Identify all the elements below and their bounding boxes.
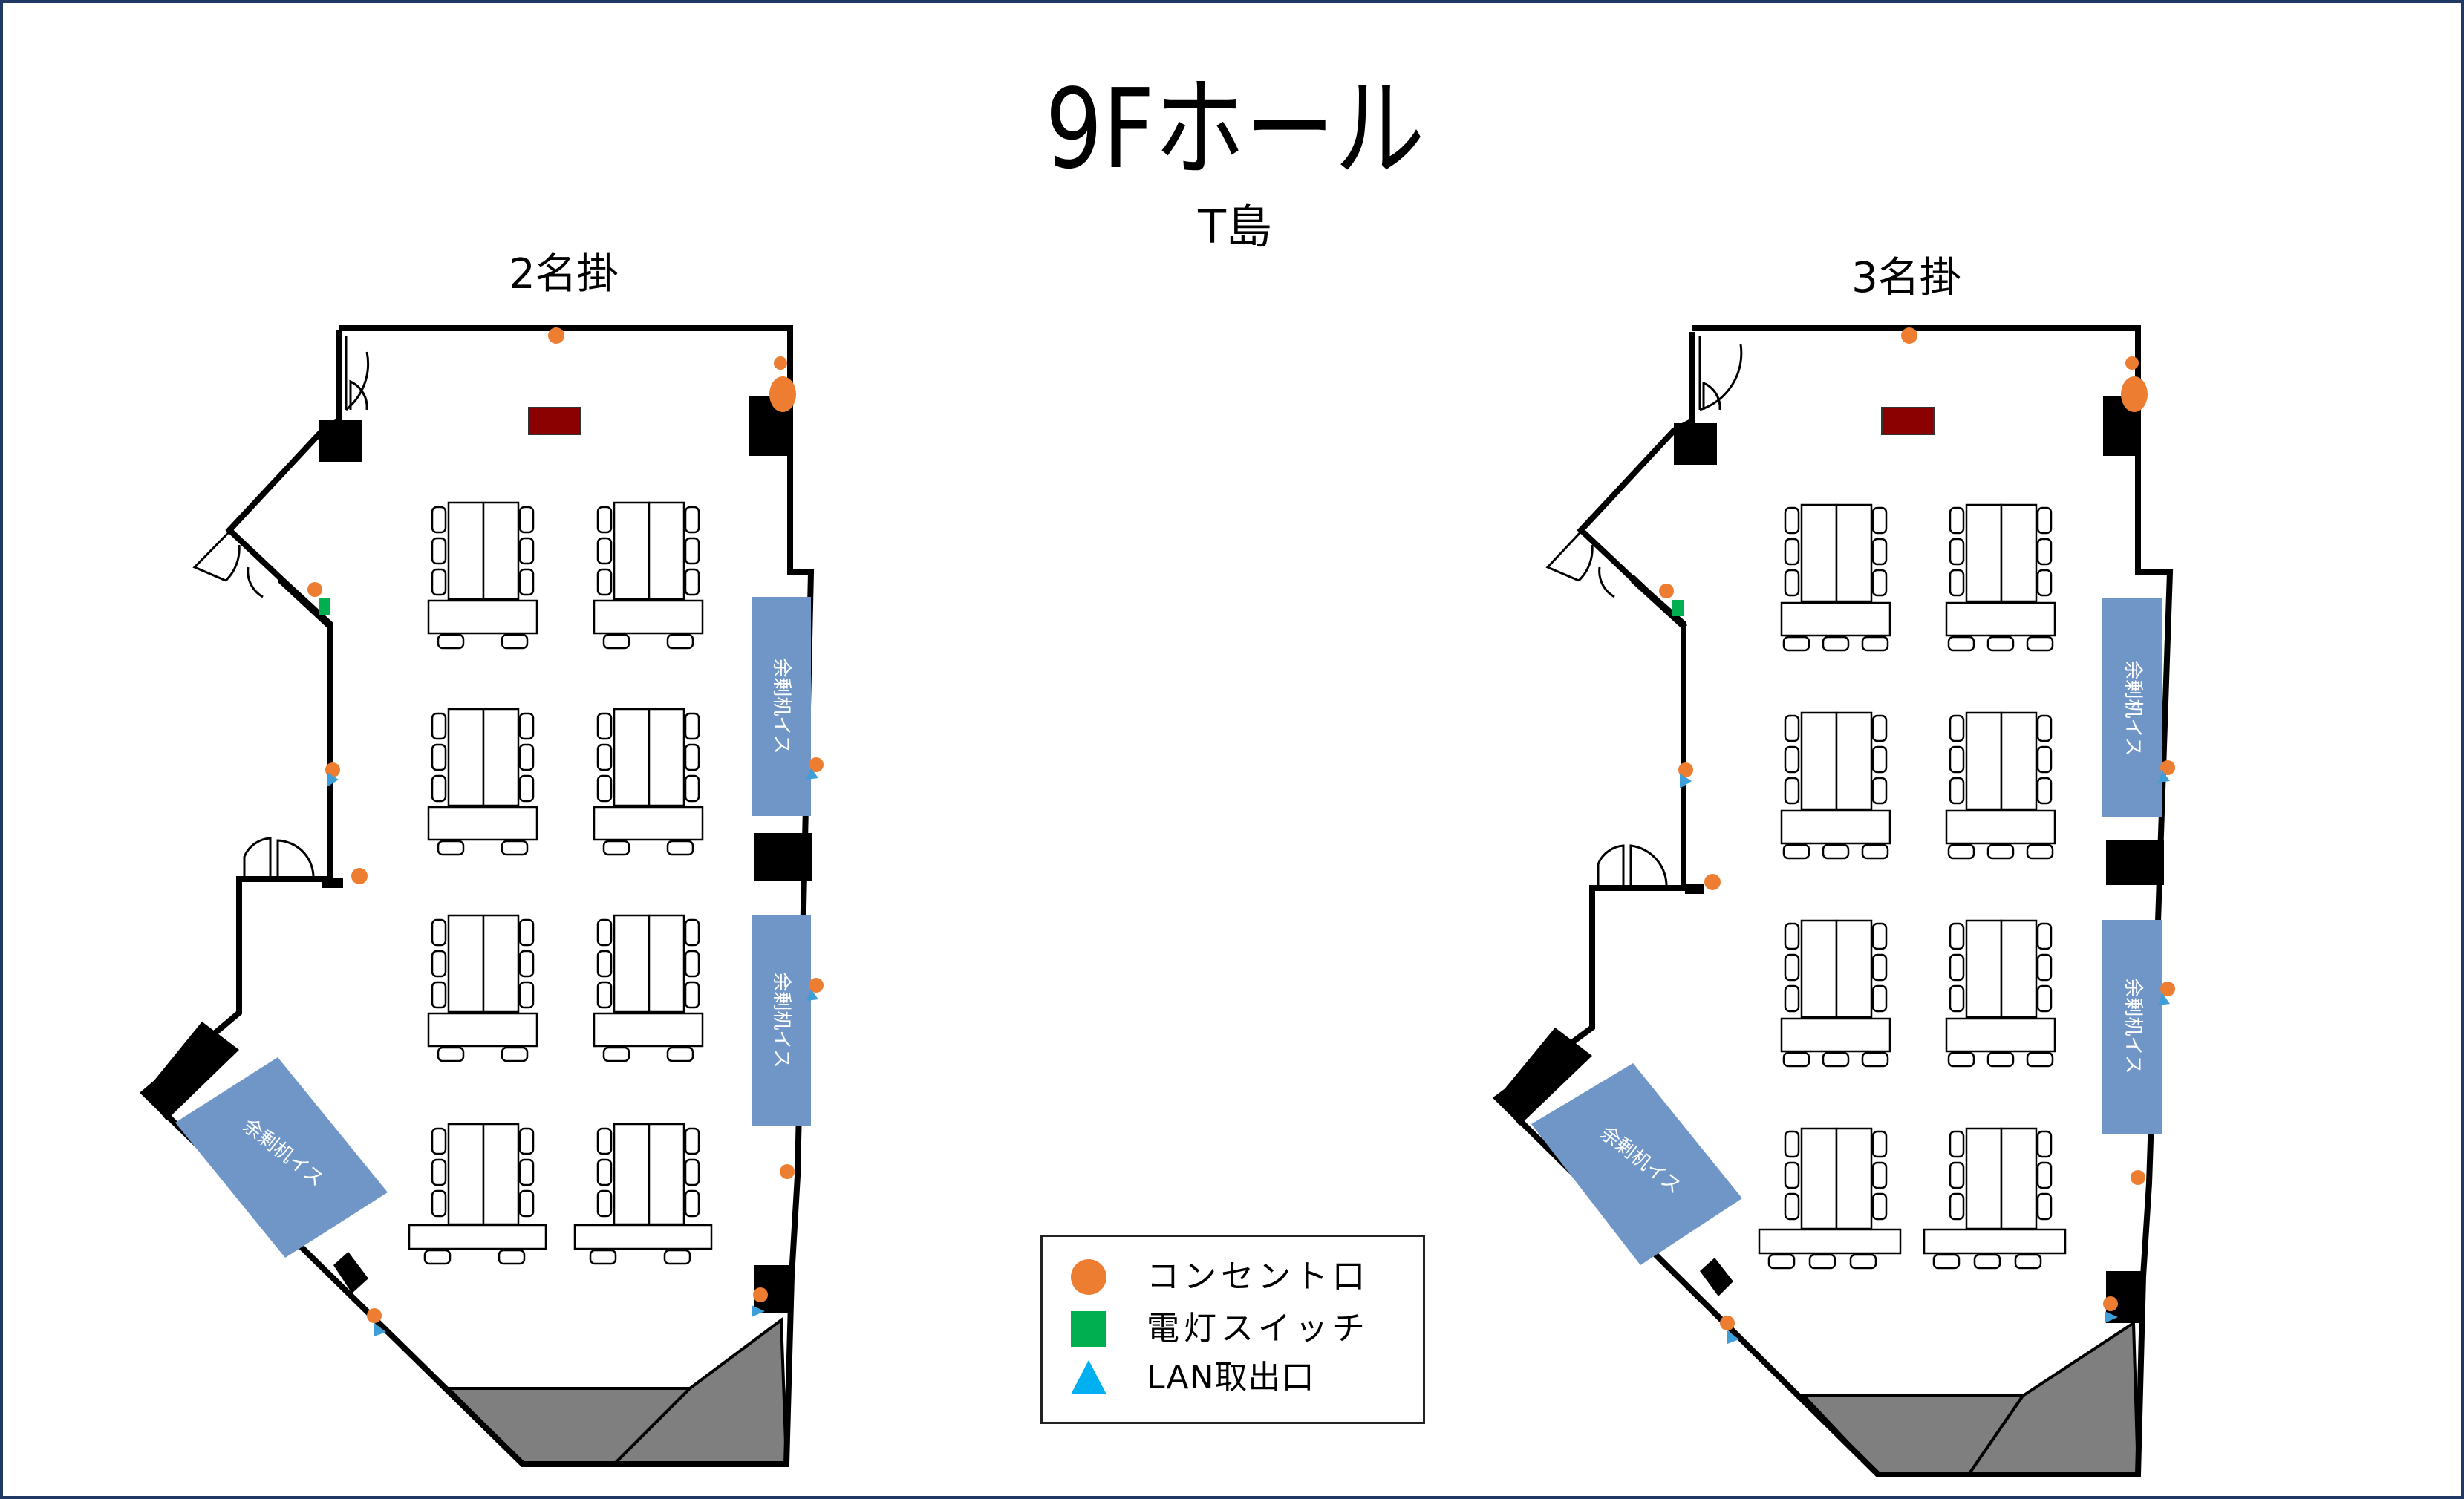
door <box>243 837 315 880</box>
legend-item-outlet: コンセント口 <box>1043 1253 1423 1301</box>
column <box>1631 575 1687 630</box>
plan-two-seat: 余剰机イス 余剰机イス 余剰机イス <box>140 325 824 1467</box>
column <box>333 1252 368 1293</box>
screen-unit <box>528 407 581 435</box>
floor-plans: 余剰机イス 余剰机イス 余剰机イス <box>140 325 2175 1477</box>
legend: コンセント口 電灯スイッチ LAN取出口 <box>1040 1235 1425 1424</box>
column <box>144 1022 239 1120</box>
storage-label: 余剰机イス <box>2122 978 2144 1074</box>
island-3 <box>1946 921 2055 1066</box>
island-3 <box>1782 505 1890 650</box>
island-3 <box>1782 921 1890 1066</box>
island-2 <box>594 915 703 1061</box>
page-title: 9Fホール <box>1045 65 1425 193</box>
switch-marker <box>319 598 330 615</box>
orange-circle-icon <box>1071 1259 1106 1295</box>
storage-area <box>1531 1063 1742 1265</box>
blue-triangle-icon <box>1071 1360 1106 1394</box>
column <box>1700 1258 1733 1296</box>
island-3-wide <box>1758 1127 1902 1270</box>
door <box>192 530 241 582</box>
island-3 <box>1946 713 2055 858</box>
door <box>1545 530 1594 582</box>
plan-three-seat: 余剰机イス 余剰机イス 余剰机イス <box>1492 325 2175 1477</box>
page-subtitle: T島 <box>1198 200 1272 254</box>
wall <box>1492 325 2174 1477</box>
outlet-markers <box>1659 327 2175 1330</box>
storage-label: 余剰机イス <box>2122 660 2144 756</box>
island-3 <box>1782 713 1890 858</box>
island-3 <box>1946 505 2055 650</box>
island-2 <box>428 915 537 1061</box>
column <box>1497 1028 1592 1126</box>
legend-item-switch: 電灯スイッチ <box>1043 1305 1423 1353</box>
layout-label-two-seat: 2名掛 <box>509 250 619 298</box>
column <box>319 420 362 462</box>
column <box>754 833 812 881</box>
island-2-wide <box>408 1123 547 1265</box>
column <box>278 575 333 630</box>
green-square-icon <box>1071 1311 1106 1347</box>
island-2 <box>594 503 703 648</box>
switch-marker <box>1672 600 1684 616</box>
island-3-wide <box>1923 1127 2067 1270</box>
legend-label: コンセント口 <box>1147 1258 1369 1296</box>
layout-label-three-seat: 3名掛 <box>1851 254 1961 302</box>
island-2 <box>428 709 537 855</box>
island-2-wide <box>573 1123 713 1265</box>
door <box>1698 336 1743 411</box>
column <box>2106 840 2164 885</box>
storage-area <box>752 597 811 816</box>
storage-area <box>175 1057 388 1258</box>
door <box>1597 844 1668 889</box>
storage-label: 余剰机イス <box>770 972 792 1068</box>
legend-label: LAN取出口 <box>1147 1359 1315 1397</box>
storage-area <box>752 915 811 1126</box>
lan-markers <box>327 768 818 1336</box>
outlet-markers <box>307 327 824 1323</box>
screen-unit <box>1881 407 1935 435</box>
lan-markers <box>1680 771 2170 1344</box>
storage-label: 余剰机イス <box>770 658 792 754</box>
storage-area <box>2102 920 2162 1134</box>
storage-area <box>2102 598 2162 817</box>
legend-label: 電灯スイッチ <box>1147 1310 1369 1348</box>
island-2 <box>594 709 703 855</box>
island-2 <box>428 503 537 648</box>
wall <box>140 325 815 1467</box>
column <box>1674 423 1717 465</box>
legend-item-lan: LAN取出口 <box>1043 1354 1423 1402</box>
